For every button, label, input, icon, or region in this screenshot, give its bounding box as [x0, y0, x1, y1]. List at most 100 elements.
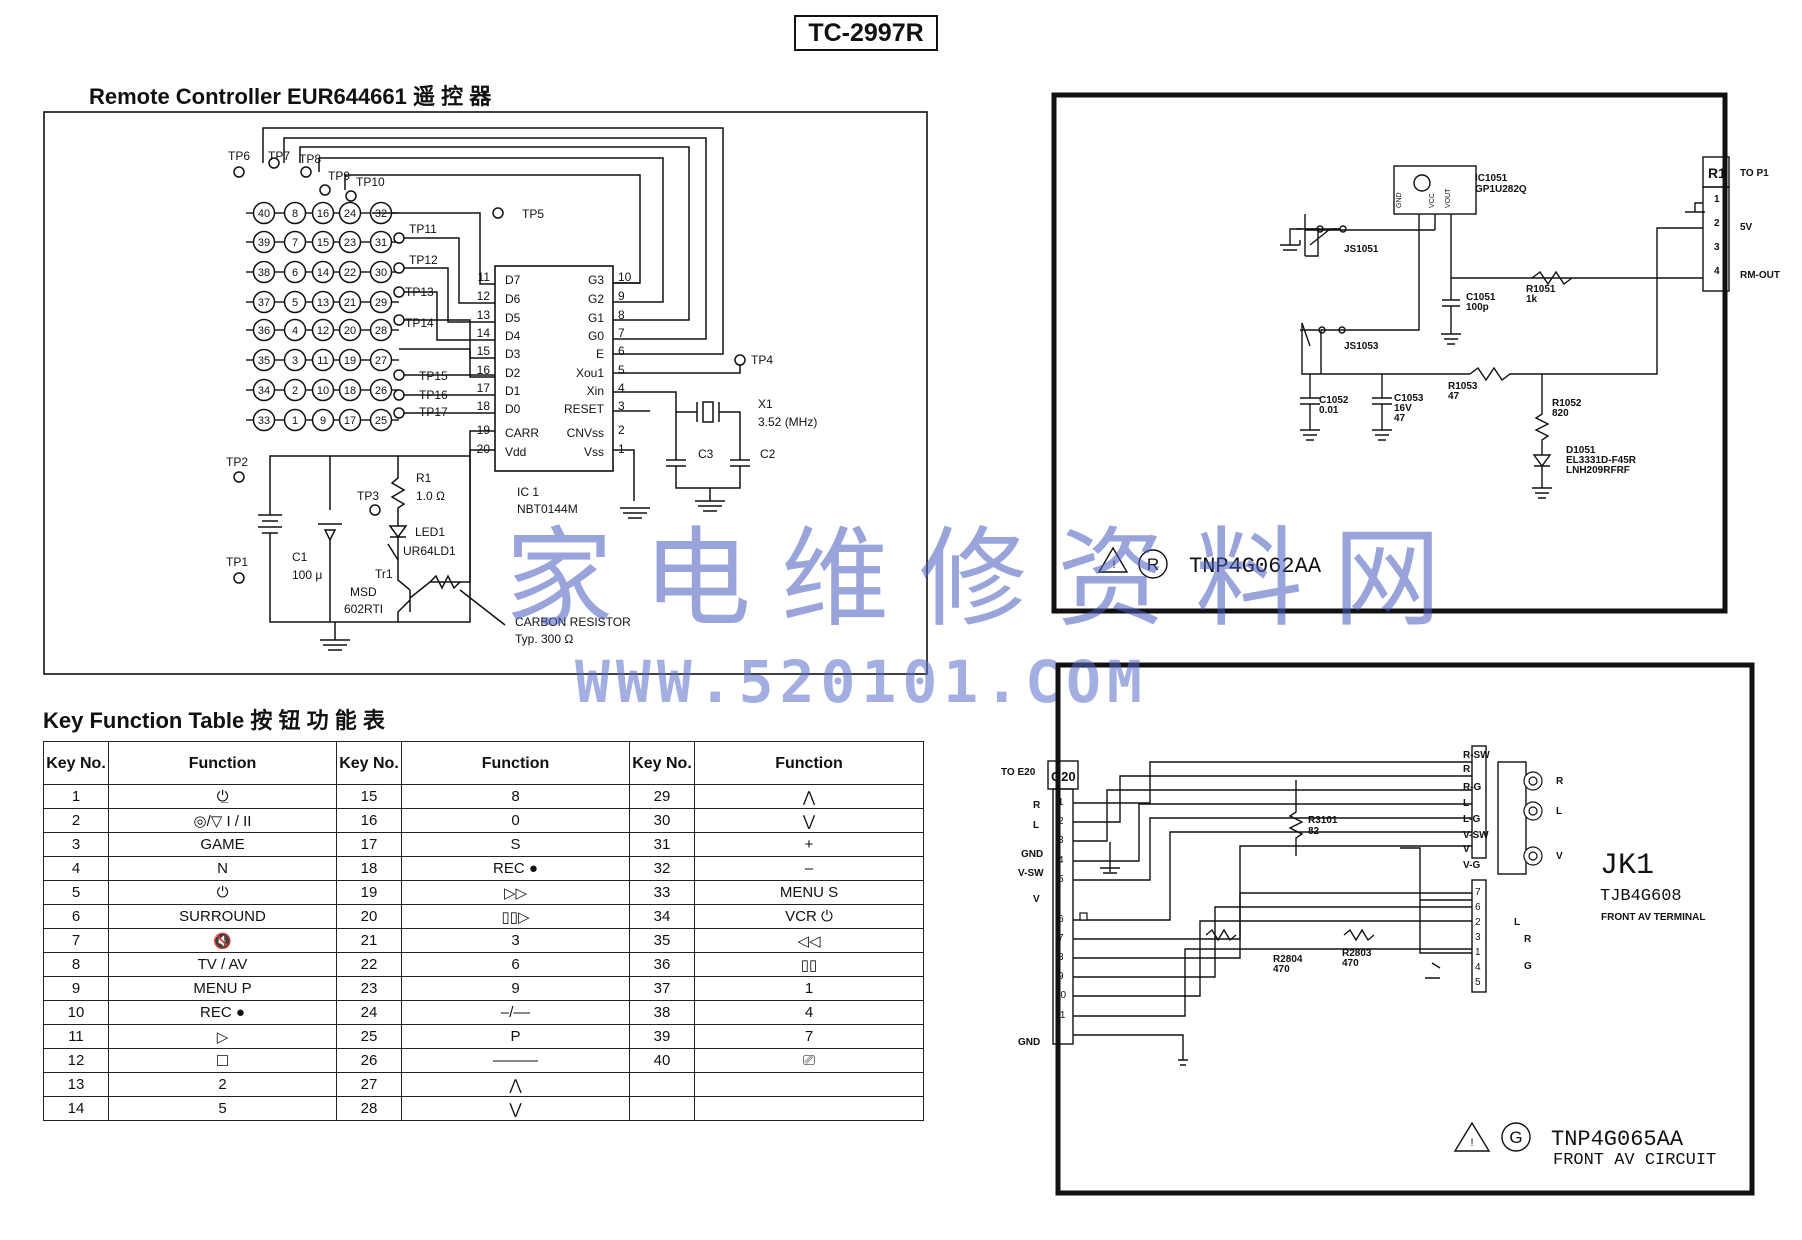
tp17-label: TP17 [419, 405, 448, 419]
key-function-cell: VCR ⏻ [694, 904, 924, 929]
key-number-cell: 1 [43, 784, 109, 809]
model-title: TC-2997R [794, 15, 938, 51]
ic-pin-number: 3 [618, 399, 625, 413]
sw-pin-4: 4 [1475, 962, 1481, 973]
key-number-cell: 10 [43, 1000, 109, 1025]
ic-pin-number: 20 [477, 442, 491, 456]
ic-pin-label: G1 [588, 311, 604, 325]
g20-pin-8: 8 [1058, 952, 1064, 963]
r2804-label: R2804 [1273, 954, 1303, 965]
key-node-label: 1 [292, 415, 298, 427]
board-r-label: TNP4G062AA [1189, 554, 1322, 579]
tp4-label: TP4 [751, 353, 773, 367]
ic-pin-label: E [596, 347, 604, 361]
ic-pin-number: 12 [477, 289, 491, 303]
ic-pin-label: D6 [505, 292, 521, 306]
key-function-cell: TV / AV [108, 952, 337, 977]
g20-pin-1: 1 [1058, 797, 1064, 808]
warning-icon-r: ! [1112, 559, 1115, 571]
ic-pin-label: G0 [588, 329, 604, 343]
key-table-heading: Key Function Table 按 钮 功 能 表 [43, 708, 385, 733]
key-node-label: 6 [292, 267, 298, 279]
r1-pin-4: 4 [1714, 266, 1720, 277]
key-number-cell: 2 [43, 808, 109, 833]
key-function-cell: 8 [401, 784, 630, 809]
ic-pin-label: Vss [584, 445, 604, 459]
key-function-cell: 7 [694, 1024, 924, 1049]
key-node-label: 18 [344, 385, 356, 397]
tp13-label: TP13 [405, 285, 434, 299]
ic-pin-number: 5 [618, 363, 625, 377]
key-number-cell: 28 [336, 1096, 402, 1121]
key-number-cell: 6 [43, 904, 109, 929]
key-number-cell [629, 1096, 695, 1121]
key-number-cell: 25 [336, 1024, 402, 1049]
key-node [252, 408, 276, 432]
key-function-cell: P [401, 1024, 630, 1049]
key-number-cell: 30 [629, 808, 695, 833]
key-number-cell: 4 [43, 856, 109, 881]
c1051-value: 100p [1466, 302, 1489, 313]
key-node-label: 16 [317, 208, 329, 220]
r1053-value: 47 [1448, 391, 1460, 402]
key-node-label: 19 [344, 355, 356, 367]
r2804-value: 470 [1273, 964, 1290, 975]
jack-l-label: L [1556, 806, 1562, 817]
key-node-label: 36 [258, 325, 270, 337]
key-node [283, 348, 307, 372]
col-function: Function [694, 741, 924, 785]
jack-v-label: V [1556, 851, 1563, 862]
key-node [311, 348, 335, 372]
key-function-cell: ◁◁ [694, 928, 924, 953]
c1-value: 100 μ [292, 568, 322, 582]
key-node [338, 201, 362, 225]
ic-pin-label: D4 [505, 329, 521, 343]
key-function-cell: REC ● [108, 1000, 337, 1025]
c1-label: C1 [292, 550, 308, 564]
ic-pin-label: D2 [505, 366, 521, 380]
r1-pin-3: 3 [1714, 242, 1720, 253]
key-function-cell: ▷ [108, 1024, 337, 1049]
key-node [338, 408, 362, 432]
key-node-label: 35 [258, 355, 270, 367]
ic-pin-label: CARR [505, 426, 539, 440]
key-node-label: 34 [258, 385, 270, 397]
key-node-label: 5 [292, 297, 298, 309]
key-function-cell: MENU P [108, 976, 337, 1001]
key-node [369, 318, 393, 342]
c1052-label: C1052 [1319, 395, 1349, 406]
key-function-cell: ▯▯▷ [401, 904, 630, 929]
ic-pin-number: 8 [618, 308, 625, 322]
ic1051-part: GP1U282Q [1475, 184, 1527, 195]
key-number-cell: 33 [629, 880, 695, 905]
key-node-label: 28 [375, 325, 387, 337]
key-function-cell: 2 [108, 1072, 337, 1097]
key-number-cell: 34 [629, 904, 695, 929]
jk1-desc: FRONT AV TERMINAL [1601, 912, 1705, 923]
jk-top-lg: L-G [1463, 814, 1480, 825]
key-node-label: 40 [258, 208, 270, 220]
key-function-cell: S [401, 832, 630, 857]
key-function-cell: 5 [108, 1096, 337, 1121]
key-node-label: 3 [292, 355, 298, 367]
key-function-cell: ◎/▽ I / II [108, 808, 337, 833]
key-number-cell: 12 [43, 1048, 109, 1073]
key-function-cell: –/–– [401, 1000, 630, 1025]
r1051-value: 1k [1526, 294, 1538, 305]
key-node [369, 408, 393, 432]
key-function-cell: 6 [401, 952, 630, 977]
key-node [338, 378, 362, 402]
d1051-label: D1051 [1566, 445, 1596, 456]
key-node-label: 17 [344, 415, 356, 427]
key-node-label: 29 [375, 297, 387, 309]
led1-part: UR64LD1 [403, 544, 456, 558]
